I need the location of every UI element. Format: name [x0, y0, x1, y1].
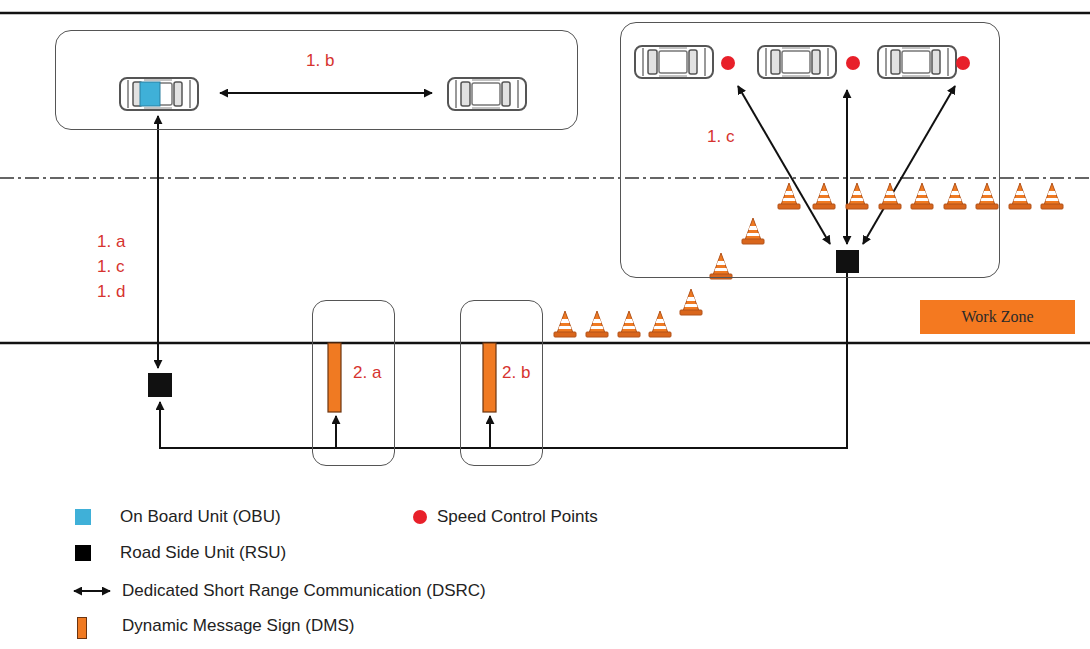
- legend-text: Road Side Unit (RSU): [120, 543, 286, 563]
- callout-number: 2. a: [353, 363, 381, 383]
- dms-group: 2. a: [312, 300, 395, 466]
- callout-number: 1. c: [707, 127, 734, 147]
- work-zone-box: Work Zone: [920, 300, 1075, 334]
- legend-sign-swatch: [77, 617, 87, 639]
- callout-number: 2. b: [502, 363, 530, 383]
- speed-control-region: 1. c: [620, 22, 1000, 278]
- legend-dot-swatch: [413, 510, 427, 524]
- callout-number: 1. c: [97, 257, 124, 277]
- dms-group: 2. b: [460, 300, 543, 466]
- zone-label: Work Zone: [961, 308, 1033, 326]
- legend-text: Dynamic Message Sign (DMS): [122, 616, 354, 636]
- legend-text: Speed Control Points: [437, 507, 598, 527]
- v2v-region: 1. b: [55, 30, 578, 130]
- callout-number: 1. d: [97, 282, 125, 302]
- legend-text: Dedicated Short Range Communication (DSR…: [122, 581, 486, 601]
- legend-swatch: [75, 509, 91, 525]
- callout-number: 1. a: [97, 232, 125, 252]
- legend-swatch: [75, 545, 91, 561]
- callout-number: 1. b: [306, 51, 334, 71]
- legend-text: On Board Unit (OBU): [120, 507, 281, 527]
